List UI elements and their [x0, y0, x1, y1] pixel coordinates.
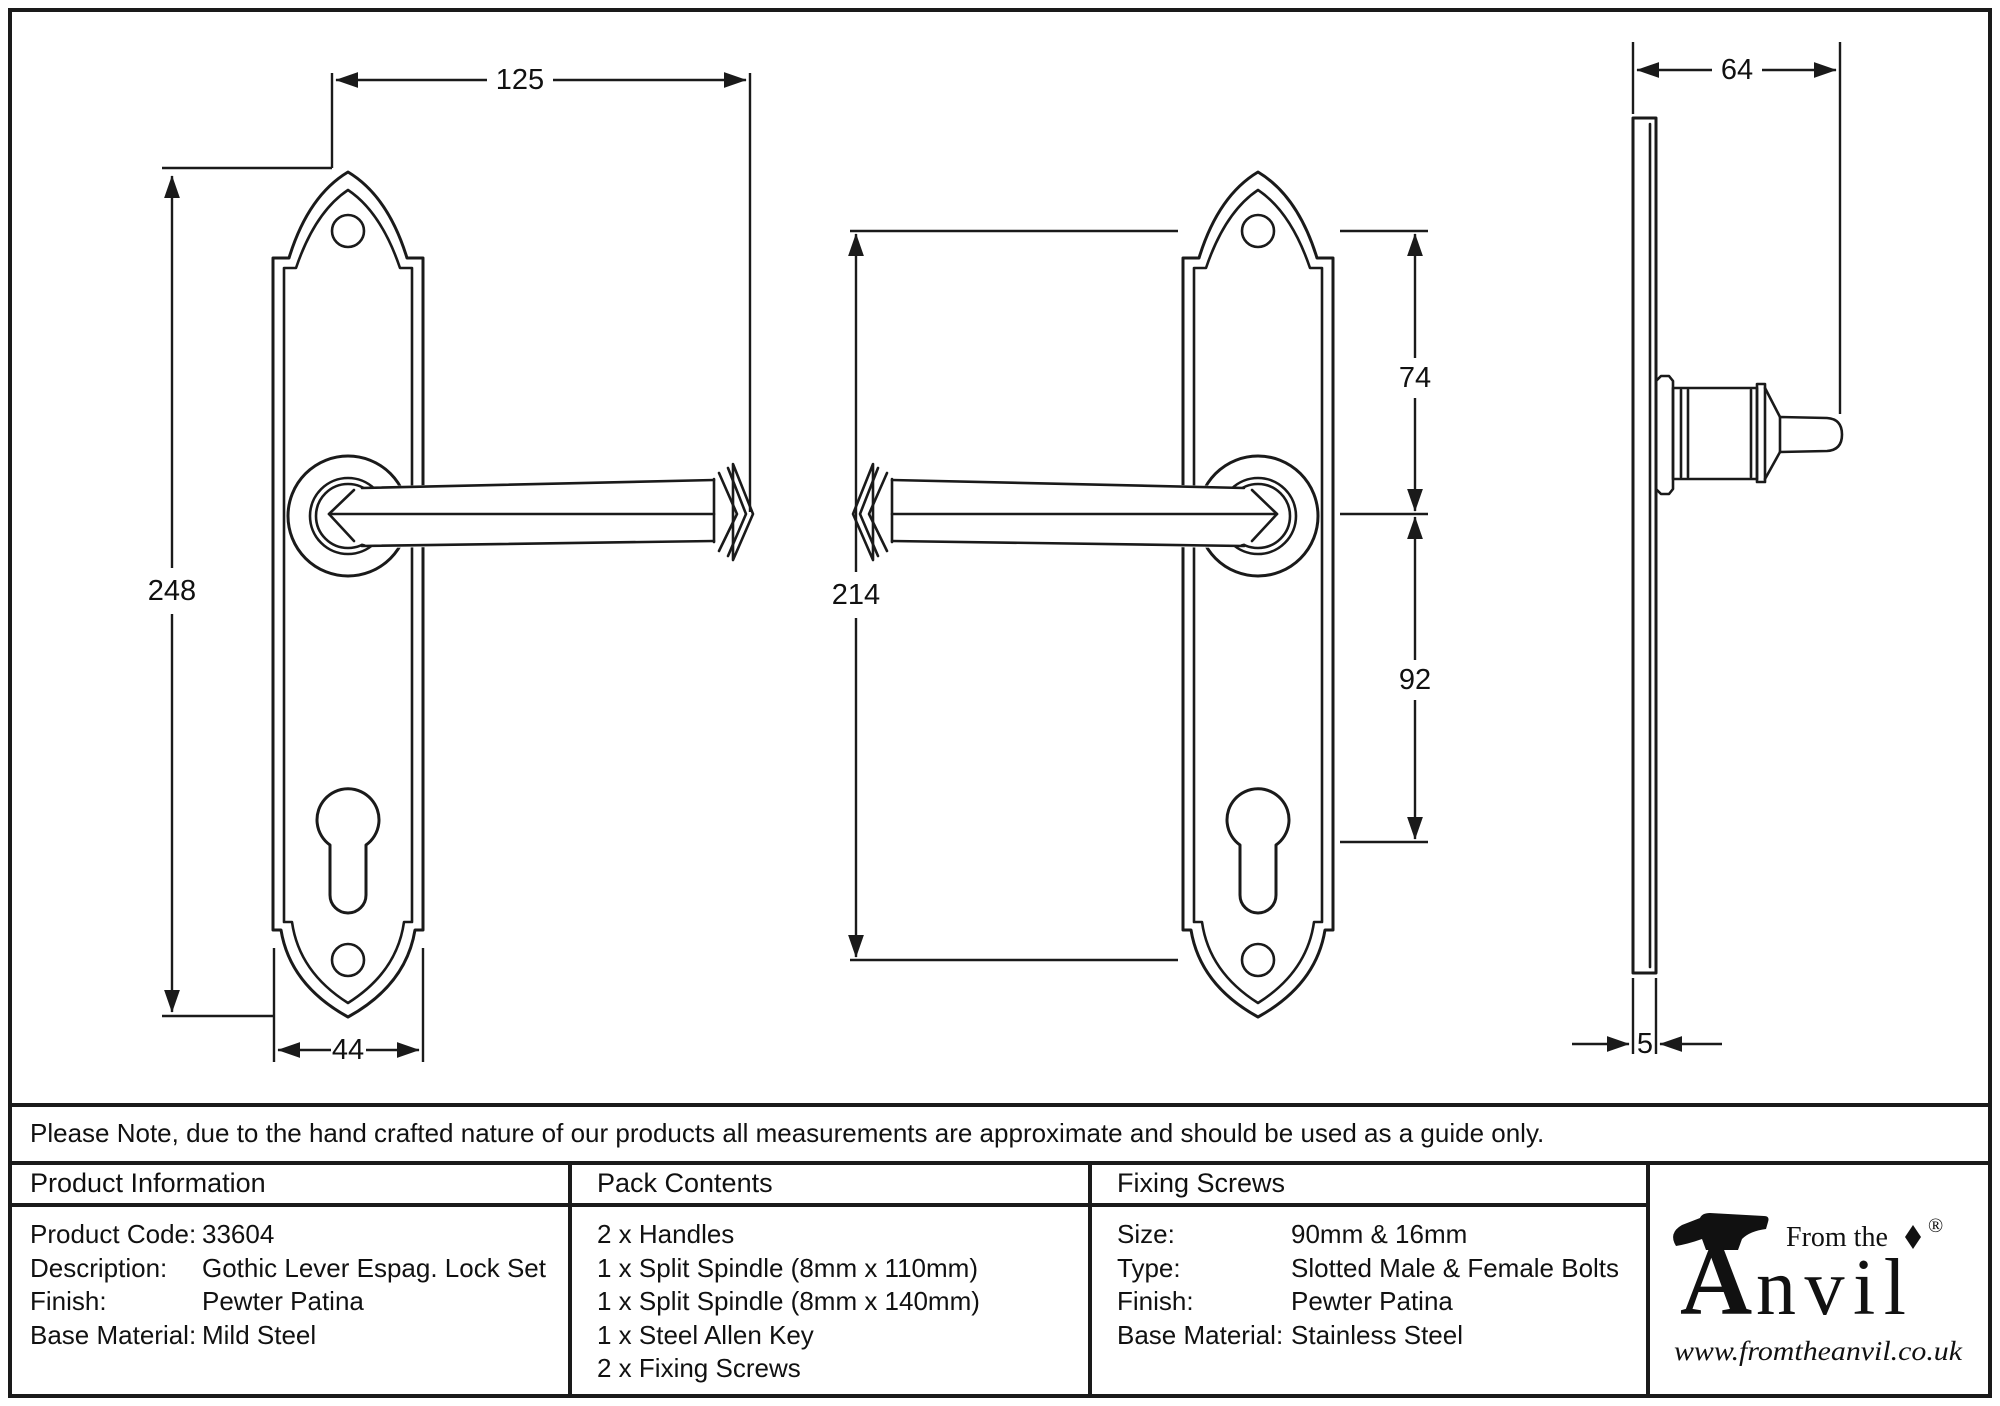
dim-label-92: 92 — [1399, 664, 1431, 696]
dimension-mid-height: 214 — [832, 229, 1178, 962]
list-item: 2 x Handles — [597, 1219, 735, 1249]
dim-label-248: 248 — [148, 575, 196, 607]
row-value: 33604 — [202, 1219, 275, 1249]
dim-label-44: 44 — [332, 1034, 364, 1066]
list-item: 1 x Split Spindle (8mm x 110mm) — [597, 1252, 978, 1283]
bottom-screw-hole — [330, 942, 366, 978]
euro-keyhole — [315, 787, 381, 915]
list-item: 2 x Fixing Screws — [597, 1353, 801, 1384]
dim-label-125: 125 — [496, 64, 544, 96]
front-view-lever-right: 125 248 44 — [148, 64, 755, 1066]
product-information-header: Product Information — [30, 1168, 266, 1199]
list-item: 1 x Steel Allen Key — [597, 1319, 814, 1350]
row-label: Finish: — [30, 1286, 107, 1317]
rose-profile — [1654, 374, 1675, 496]
pack-contents-header: Pack Contents — [597, 1168, 773, 1199]
row-label: Type: — [1117, 1252, 1181, 1283]
dimension-top-to-lever: 74 — [1340, 229, 1431, 516]
row-label: Description: — [30, 1252, 168, 1283]
row-label: Product Code: — [30, 1219, 197, 1249]
side-profile-view: 64 5 — [1572, 42, 1844, 1060]
row-label: Size: — [1117, 1219, 1175, 1249]
brand-website: www.fromtheanvil.co.uk — [1674, 1336, 1963, 1366]
dim-label-74: 74 — [1399, 362, 1431, 394]
top-screw-hole — [1240, 213, 1276, 249]
dim-label-64: 64 — [1721, 54, 1753, 86]
plate-edge — [1631, 116, 1658, 975]
pack-contents-list: 2 x Handles 1 x Split Spindle (8mm x 110… — [597, 1218, 1077, 1386]
row-value: Pewter Patina — [1291, 1286, 1453, 1317]
dimension-side-depth: 64 — [1631, 42, 1842, 414]
euro-keyhole — [1225, 787, 1291, 915]
bottom-screw-hole — [1240, 942, 1276, 978]
dimension-plate-width: 44 — [272, 948, 425, 1066]
anvil-icon — [1673, 1213, 1769, 1250]
product-information-table: Product Code: 33604 Description: Gothic … — [30, 1218, 560, 1352]
row-value: Stainless Steel — [1291, 1319, 1463, 1350]
lever-handle — [286, 454, 755, 578]
row-value: 90mm & 16mm — [1291, 1219, 1468, 1249]
diamond-icon — [1905, 1225, 1921, 1249]
row-label: Finish: — [1117, 1286, 1194, 1317]
row-value: Pewter Patina — [202, 1286, 364, 1317]
row-value: Gothic Lever Espag. Lock Set — [202, 1252, 546, 1283]
row-value: Slotted Male & Female Bolts — [1291, 1252, 1620, 1283]
brand-letter-a: A — [1680, 1225, 1752, 1336]
dimension-plate-thickness: 5 — [1572, 978, 1722, 1060]
fixing-screws-table: Size: 90mm & 16mm Type: Slotted Male & F… — [1117, 1218, 1637, 1352]
brand-prefix: From the — [1786, 1222, 1888, 1253]
fixing-screws-header: Fixing Screws — [1117, 1168, 1286, 1199]
dimension-front-height: 248 — [148, 175, 274, 1018]
row-label: Base Material: — [1117, 1319, 1284, 1350]
registered-mark: ® — [1928, 1215, 1943, 1237]
top-screw-hole — [330, 213, 366, 249]
list-item: 1 x Split Spindle (8mm x 140mm) — [597, 1286, 980, 1317]
row-value: Mild Steel — [202, 1319, 317, 1350]
from-the-anvil-logo: A nvil From the ® www.fromtheanvil.co.uk — [1673, 1213, 1963, 1366]
sheet-frame — [8, 8, 1992, 1398]
measurement-note: Please Note, due to the hand crafted nat… — [30, 1118, 1545, 1149]
brand-name-rest: nvil — [1756, 1244, 1906, 1332]
lever-stub — [1763, 386, 1844, 481]
front-view-lever-left: 214 74 92 — [832, 170, 1431, 1019]
lever-handle — [851, 454, 1320, 578]
dimension-lever-to-keyhole: 92 — [1340, 516, 1431, 844]
row-label: Base Material: — [30, 1319, 197, 1350]
dim-label-214: 214 — [832, 579, 880, 611]
dimension-front-width: 125 — [162, 64, 752, 512]
collar-profile — [1671, 382, 1767, 484]
dim-label-5: 5 — [1637, 1028, 1653, 1060]
